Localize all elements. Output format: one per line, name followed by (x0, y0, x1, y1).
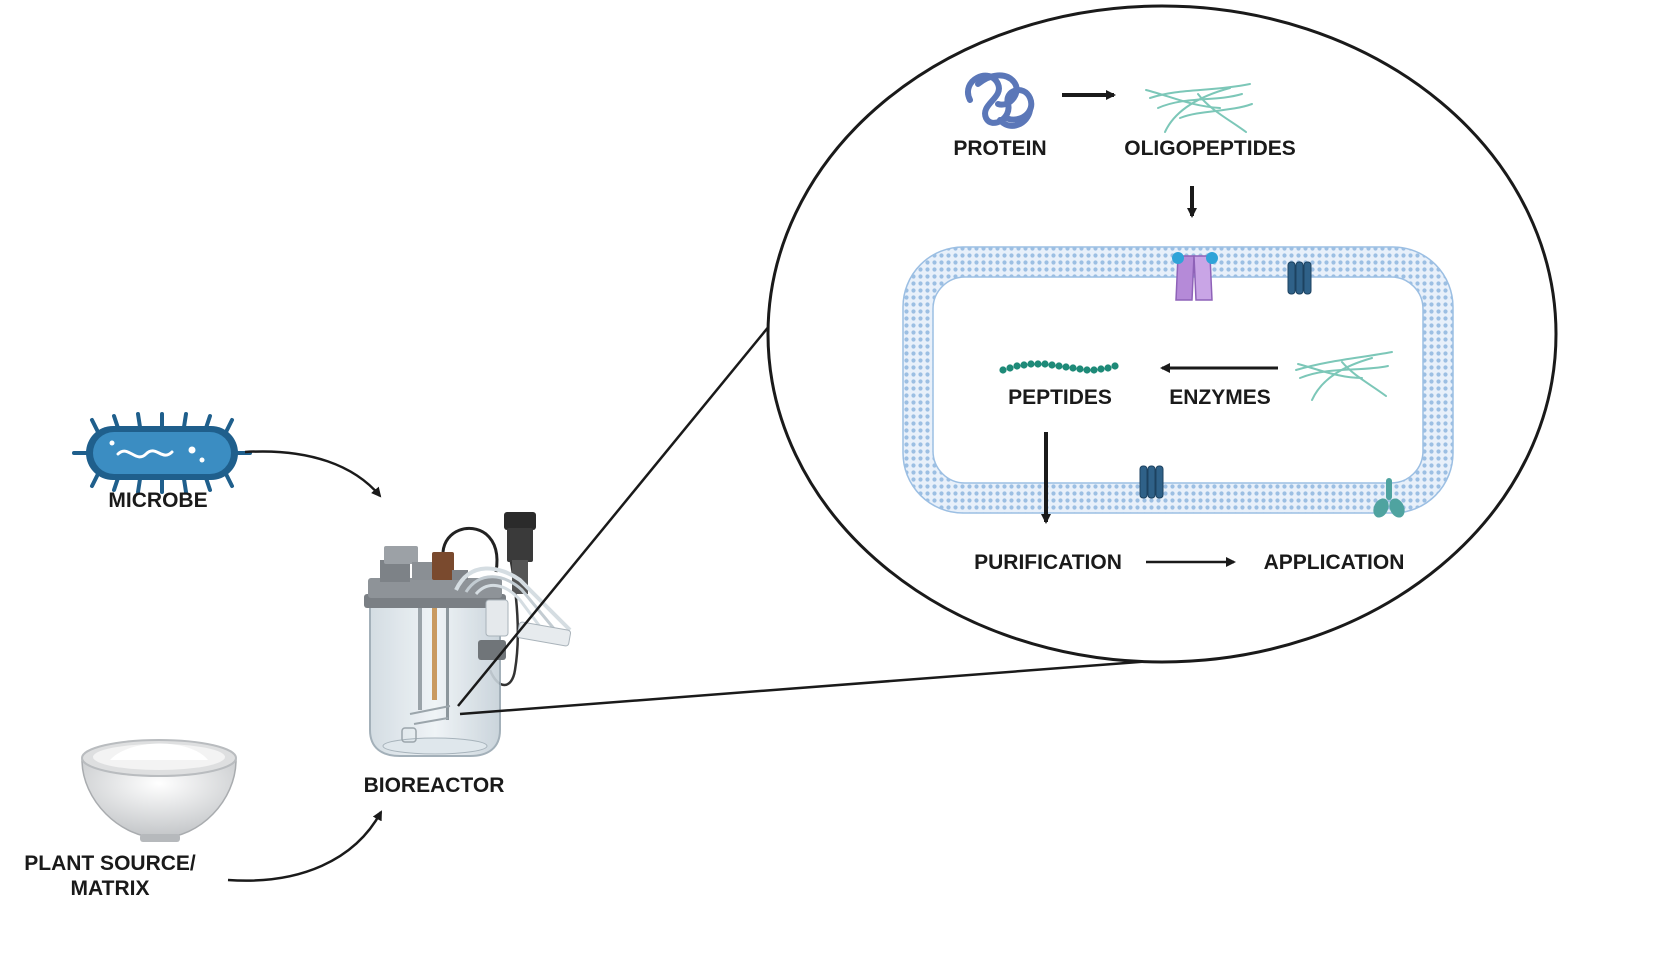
peptides-label: PEPTIDES (1008, 386, 1112, 409)
arrow-microbe-to-bioreactor (244, 450, 382, 498)
bioreactor-icon (364, 512, 572, 757)
channel-protein-bottom-icon (1139, 465, 1164, 499)
bioreactor-label: BIOREACTOR (364, 774, 505, 797)
zoom-line-lower (459, 658, 1166, 716)
oligopeptides-icon (1145, 83, 1253, 133)
application-label: APPLICATION (1264, 551, 1405, 574)
bowl-icon (81, 739, 237, 842)
channel-protein-icon (1287, 261, 1312, 295)
peptides-icon (999, 360, 1119, 374)
intracellular-oligopeptides-icon (1295, 351, 1393, 401)
arrow-plant-to-bioreactor (227, 810, 383, 882)
receptor-icon (1373, 478, 1405, 518)
transporter-icon (1172, 252, 1218, 301)
protein-label: PROTEIN (953, 137, 1046, 160)
purification-label: PURIFICATION (974, 551, 1122, 574)
plant-source-label-line1: PLANT SOURCE/ (24, 852, 196, 875)
microbe-icon (72, 412, 252, 494)
oligopeptides-label: OLIGOPEPTIDES (1124, 137, 1296, 160)
enzymes-label: ENZYMES (1169, 386, 1271, 409)
plant-source-label-line2: MATRIX (71, 877, 150, 900)
zoom-line-upper (457, 324, 771, 707)
protein-icon (965, 72, 1035, 129)
microbe-label: MICROBE (108, 489, 207, 512)
